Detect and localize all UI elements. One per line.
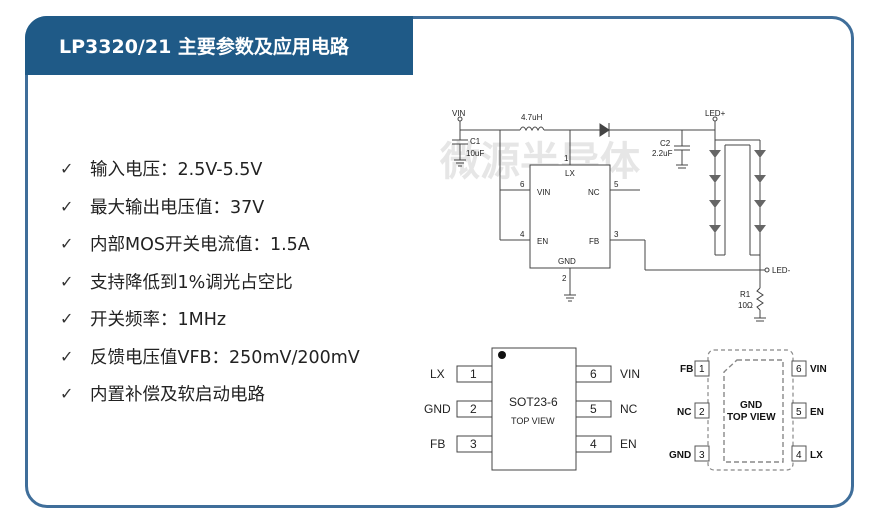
dfn-package: GND TOP VIEW FB NC GND 1 2 3 6 5 4 VIN E… xyxy=(669,349,827,471)
check-icon: ✓ xyxy=(60,384,74,404)
dfn-left-num-2: 2 xyxy=(699,407,705,418)
dfn-right-num-6: 6 xyxy=(796,364,802,375)
sot-subtitle: TOP VIEW xyxy=(511,416,555,426)
r1-value: 10Ω xyxy=(738,301,753,310)
c2-label: C2 xyxy=(660,139,671,148)
pin-num-lx: 1 xyxy=(564,154,569,163)
dfn-right-num-5: 5 xyxy=(796,407,802,418)
ic-pin-gnd: GND xyxy=(558,257,576,266)
ic-pin-nc: NC xyxy=(588,188,600,197)
pin-num-vin: 6 xyxy=(520,180,525,189)
spec-item: ✓ 内置补偿及软启动电路 xyxy=(60,375,360,413)
spec-text: 开关频率：1MHz xyxy=(90,310,227,331)
r1-label: R1 xyxy=(740,290,751,299)
dfn-right-name-5: EN xyxy=(810,407,824,418)
dfn-right-num-4: 4 xyxy=(796,450,802,461)
check-icon: ✓ xyxy=(60,196,74,216)
sot-right-name-5: NC xyxy=(620,402,638,416)
title-bar: LP3320/21 主要参数及应用电路 xyxy=(25,16,413,75)
application-schematic: 微源半导体 xyxy=(439,109,791,322)
dfn-right-name-6: VIN xyxy=(810,364,827,375)
sot23-package: SOT23-6 TOP VIEW LX GND FB 1 2 3 6 5 4 V… xyxy=(424,347,640,471)
sot-title: SOT23-6 xyxy=(509,395,558,409)
pin-num-nc: 5 xyxy=(614,180,619,189)
sot-left-num-1: 1 xyxy=(470,367,477,381)
sot-right-name-6: VIN xyxy=(620,367,640,381)
sot-right-num-5: 5 xyxy=(590,402,597,416)
c2-value: 2.2uF xyxy=(652,149,673,158)
dfn-right-name-4: LX xyxy=(810,450,823,461)
content-card xyxy=(25,16,854,508)
sot-left-name-3: FB xyxy=(430,437,445,451)
spec-item: ✓ 内部MOS开关电流值：1.5A xyxy=(60,225,360,263)
sot-right-num-4: 4 xyxy=(590,437,597,451)
spec-item: ✓ 开关频率：1MHz xyxy=(60,300,360,338)
pin-num-fb: 3 xyxy=(614,230,619,239)
spec-item: ✓ 支持降低到1%调光占空比 xyxy=(60,263,360,301)
sot-left-num-2: 2 xyxy=(470,402,477,416)
spec-text: 内部MOS开关电流值：1.5A xyxy=(90,235,310,256)
spec-item: ✓ 输入电压：2.5V-5.5V xyxy=(60,150,360,188)
check-icon: ✓ xyxy=(60,271,74,291)
spec-text: 支持降低到1%调光占空比 xyxy=(90,272,293,293)
dfn-left-num-1: 1 xyxy=(699,364,705,375)
pin-num-en: 4 xyxy=(520,230,525,239)
check-icon: ✓ xyxy=(60,346,74,366)
ic-pin-vin: VIN xyxy=(537,188,551,197)
inductor-label: 4.7uH xyxy=(521,113,543,122)
vin-label: VIN xyxy=(452,109,466,118)
sot-left-num-3: 3 xyxy=(470,437,477,451)
sot-left-name-2: GND xyxy=(424,402,451,416)
dfn-left-name-2: NC xyxy=(677,407,691,418)
spec-list: ✓ 输入电压：2.5V-5.5V ✓ 最大输出电压值：37V ✓ 内部MOS开关电流值… xyxy=(60,150,360,413)
ic-pin-lx: LX xyxy=(565,169,575,178)
led-plus-label: LED+ xyxy=(705,109,726,118)
c1-value: 10uF xyxy=(466,149,484,158)
spec-text: 最大输出电压值：37V xyxy=(90,197,265,218)
check-icon: ✓ xyxy=(60,309,74,329)
check-icon: ✓ xyxy=(60,234,74,254)
spec-text: 反馈电压值VFB：250mV/200mV xyxy=(90,347,360,368)
dfn-left-name-1: FB xyxy=(680,364,693,375)
c1-label: C1 xyxy=(470,137,481,146)
check-icon: ✓ xyxy=(60,159,74,179)
spec-item: ✓ 最大输出电压值：37V xyxy=(60,188,360,226)
sot-right-num-6: 6 xyxy=(590,367,597,381)
ic-pin-fb: FB xyxy=(589,237,599,246)
pin-num-gnd: 2 xyxy=(562,274,567,283)
sot-left-name-1: LX xyxy=(430,367,445,381)
page-title: LP3320/21 主要参数及应用电路 xyxy=(59,36,349,58)
pin1-marker xyxy=(498,351,506,359)
dfn-title: GND xyxy=(740,400,762,411)
led-minus-label: LED- xyxy=(772,266,791,275)
ic-pin-en: EN xyxy=(537,237,548,246)
dfn-left-name-3: GND xyxy=(669,450,691,461)
spec-text: 输入电压：2.5V-5.5V xyxy=(90,160,263,181)
sot-right-name-4: EN xyxy=(620,437,637,451)
dfn-left-num-3: 3 xyxy=(699,450,705,461)
spec-text: 内置补偿及软启动电路 xyxy=(90,385,265,406)
dfn-subtitle: TOP VIEW xyxy=(727,412,776,423)
spec-item: ✓ 反馈电压值VFB：250mV/200mV xyxy=(60,338,360,376)
